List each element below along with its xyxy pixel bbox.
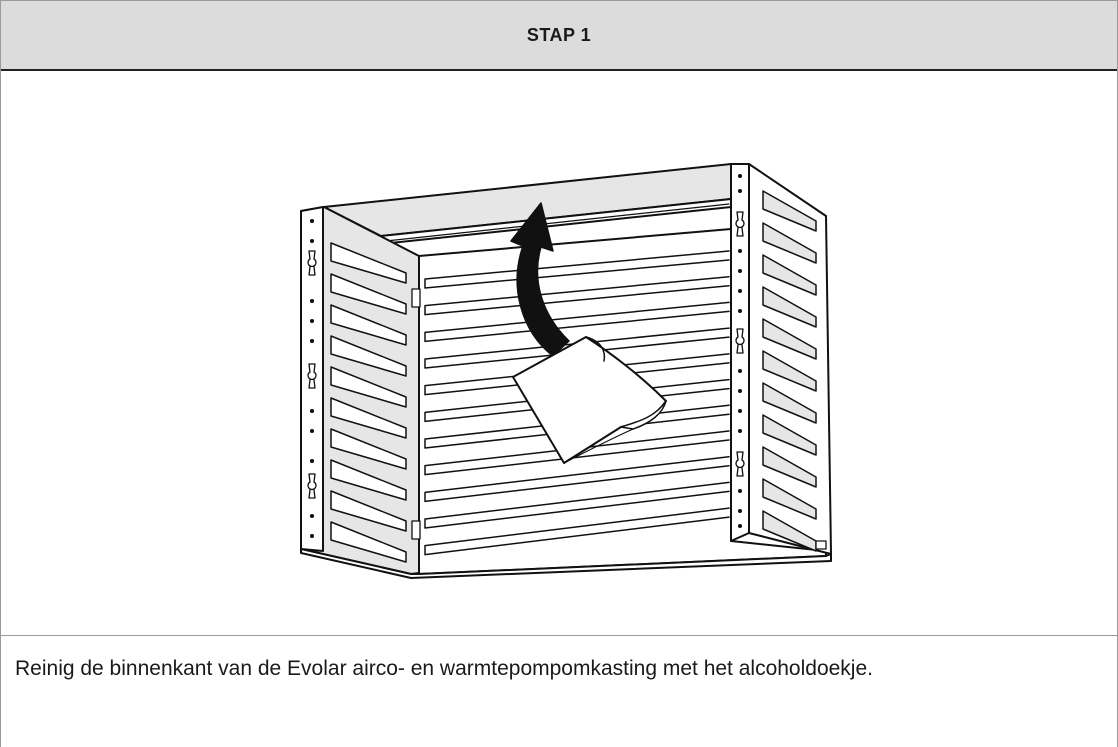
post-dot bbox=[737, 428, 743, 434]
post-dot bbox=[309, 298, 315, 304]
hinge-bottom bbox=[411, 520, 421, 540]
front-louver-slat bbox=[424, 455, 730, 503]
front-louver-slat bbox=[424, 250, 730, 289]
left-louver-slat bbox=[330, 304, 407, 346]
post-dot bbox=[737, 368, 743, 374]
right-louver-slat bbox=[762, 414, 817, 456]
enclosure-illustration bbox=[300, 163, 832, 579]
curved-arrow-icon bbox=[510, 202, 570, 357]
post-dot bbox=[737, 248, 743, 254]
post-dot bbox=[309, 408, 315, 414]
post-dot bbox=[309, 458, 315, 464]
illustration-area bbox=[1, 71, 1117, 636]
right-louver-slat bbox=[762, 478, 817, 520]
right-louver-slat bbox=[762, 222, 817, 264]
front-louver-slat bbox=[424, 481, 730, 529]
front-louver-slat bbox=[424, 275, 730, 316]
left-louver-slat bbox=[330, 366, 407, 408]
post-dot bbox=[309, 238, 315, 244]
left-louvers bbox=[330, 242, 407, 563]
post-dot bbox=[309, 428, 315, 434]
right-louver-slat bbox=[762, 286, 817, 328]
left-louver-slat bbox=[330, 521, 407, 563]
right-louver-slat bbox=[762, 350, 817, 392]
post-dot bbox=[737, 508, 743, 514]
hanger-slot bbox=[307, 363, 317, 389]
left-louver-slat bbox=[330, 397, 407, 439]
hanger-slot bbox=[307, 473, 317, 499]
right-louver-slat bbox=[762, 254, 817, 296]
post-dot bbox=[737, 188, 743, 194]
post-dot bbox=[309, 318, 315, 324]
left-louver-slat bbox=[330, 428, 407, 470]
right-louver-slat bbox=[762, 382, 817, 424]
left-louver-slat bbox=[330, 459, 407, 501]
hinge-top bbox=[411, 288, 421, 308]
right-louver-slat bbox=[762, 190, 817, 232]
post-dot bbox=[737, 288, 743, 294]
corner-bracket bbox=[815, 540, 827, 550]
right-louvers bbox=[762, 190, 817, 552]
post-dot bbox=[309, 533, 315, 539]
front-louver-slat bbox=[424, 301, 730, 343]
post-dot bbox=[737, 523, 743, 529]
left-louver-slat bbox=[330, 242, 407, 284]
left-hanger-slots bbox=[307, 218, 317, 539]
post-dot bbox=[737, 488, 743, 494]
step-header: STAP 1 bbox=[1, 1, 1117, 71]
post-dot bbox=[737, 408, 743, 414]
post-dot bbox=[309, 513, 315, 519]
front-louver-slat bbox=[424, 507, 730, 556]
right-louver-slat bbox=[762, 446, 817, 488]
hanger-slot bbox=[735, 328, 745, 354]
right-louver-slat bbox=[762, 318, 817, 360]
hanger-slot bbox=[307, 250, 317, 276]
step-title: STAP 1 bbox=[526, 24, 592, 45]
post-dot bbox=[737, 388, 743, 394]
post-dot bbox=[737, 173, 743, 179]
hanger-slot bbox=[735, 451, 745, 477]
left-louver-slat bbox=[330, 490, 407, 532]
post-dot bbox=[309, 218, 315, 224]
enclosure-base-rail bbox=[300, 548, 832, 579]
cleaning-cloth-icon bbox=[512, 336, 667, 464]
post-dot bbox=[309, 338, 315, 344]
post-dot bbox=[737, 268, 743, 274]
left-louver-slat bbox=[330, 335, 407, 377]
hanger-slot bbox=[735, 211, 745, 237]
post-dot bbox=[737, 308, 743, 314]
step-instruction: Reinig de binnenkant van de Evolar airco… bbox=[15, 657, 873, 680]
right-hanger-slots bbox=[735, 173, 745, 529]
right-louver-slat bbox=[762, 510, 817, 552]
left-louver-slat bbox=[330, 273, 407, 315]
